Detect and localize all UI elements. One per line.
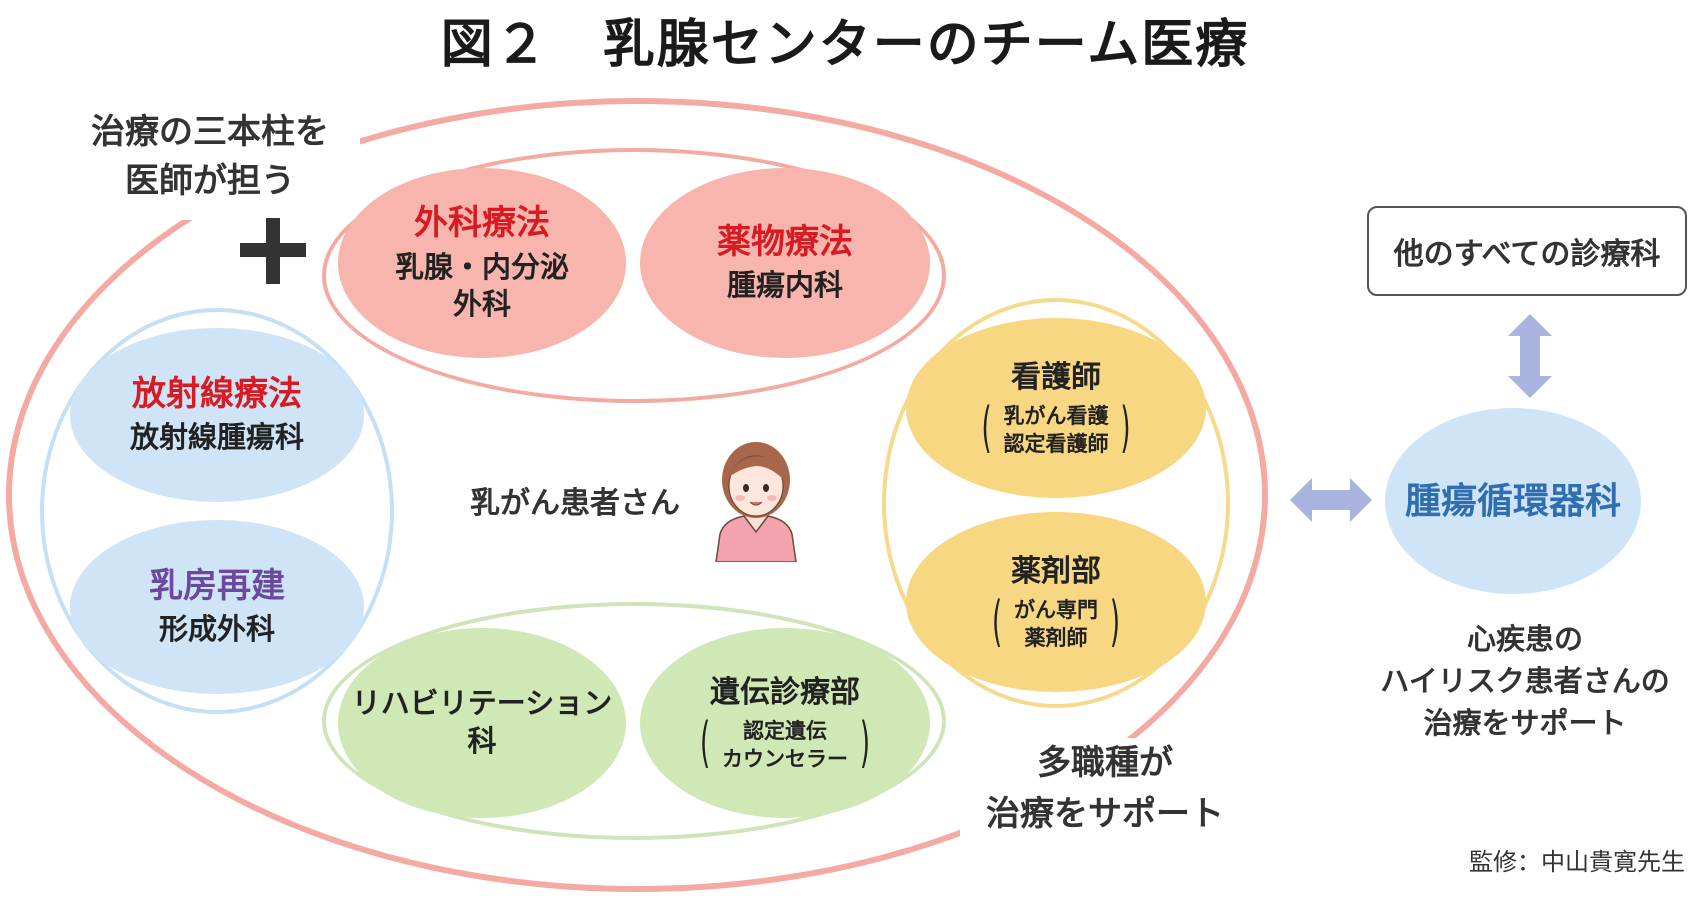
radiation-dept: 放射線腫瘍科	[129, 420, 304, 455]
double-arrow-icon	[1508, 314, 1552, 398]
surgery-dept: 乳腺・内分泌 外科	[394, 249, 569, 322]
nurse-sub: 乳がん看護 認定看護師	[982, 403, 1131, 458]
plus-icon	[240, 218, 306, 284]
rehab-node: リハビリテーション 科	[338, 628, 626, 818]
cardio-oncology-title: 腫瘍循環器科	[1404, 480, 1621, 522]
nurse-title: 看護師	[1011, 360, 1101, 396]
patient-avatar-icon	[710, 436, 802, 563]
outer-team-ring	[6, 98, 1268, 892]
genetics-node: 遺伝診療部 認定遺伝 カウンセラー	[640, 628, 930, 818]
drug-title: 薬物療法	[717, 221, 853, 262]
nurse-node: 看護師 乳がん看護 認定看護師	[906, 318, 1206, 498]
cardio-support-label: 心疾患の ハイリスク患者さんの 治療をサポート	[1380, 622, 1670, 741]
surgery-node: 外科療法 乳腺・内分泌 外科	[338, 168, 626, 358]
drug-dept: 腫瘍内科	[726, 268, 843, 303]
cardio-oncology-node: 腫瘍循環器科	[1385, 408, 1641, 594]
rehab-title: リハビリテーション 科	[351, 686, 613, 758]
pharmacy-sub: がん専門 薬剤師	[992, 597, 1120, 652]
genetics-sub: 認定遺伝 カウンセラー	[700, 718, 870, 773]
genetics-title: 遺伝診療部	[710, 675, 860, 711]
reconstruction-title: 乳房再建	[149, 565, 285, 606]
multidisciplinary-label: 多職種が 治療をサポート	[960, 738, 1250, 840]
surgery-title: 外科療法	[414, 203, 550, 244]
supervision-label: 監修：中山貴寛先生	[1469, 848, 1685, 876]
all-departments-box: 他のすべての診療科	[1367, 206, 1687, 296]
double-arrow-icon	[1290, 478, 1372, 522]
page-title: 図２ 乳腺センターのチーム医療	[440, 15, 1250, 75]
three-pillars-label: 治療の三本柱を 医師が担う	[91, 112, 329, 202]
reconstruction-node: 乳房再建 形成外科	[70, 520, 364, 694]
radiation-node: 放射線療法 放射線腫瘍科	[70, 328, 364, 502]
reconstruction-dept: 形成外科	[158, 612, 275, 647]
drug-node: 薬物療法 腫瘍内科	[640, 168, 930, 358]
patient-label: 乳がん患者さん	[470, 486, 680, 521]
pharmacy-title: 薬剤部	[1011, 554, 1101, 590]
pharmacy-node: 薬剤部 がん専門 薬剤師	[906, 512, 1206, 692]
label-mask	[60, 110, 360, 220]
all-departments-label: 他のすべての診療科	[1393, 237, 1661, 272]
radiation-title: 放射線療法	[132, 373, 302, 414]
